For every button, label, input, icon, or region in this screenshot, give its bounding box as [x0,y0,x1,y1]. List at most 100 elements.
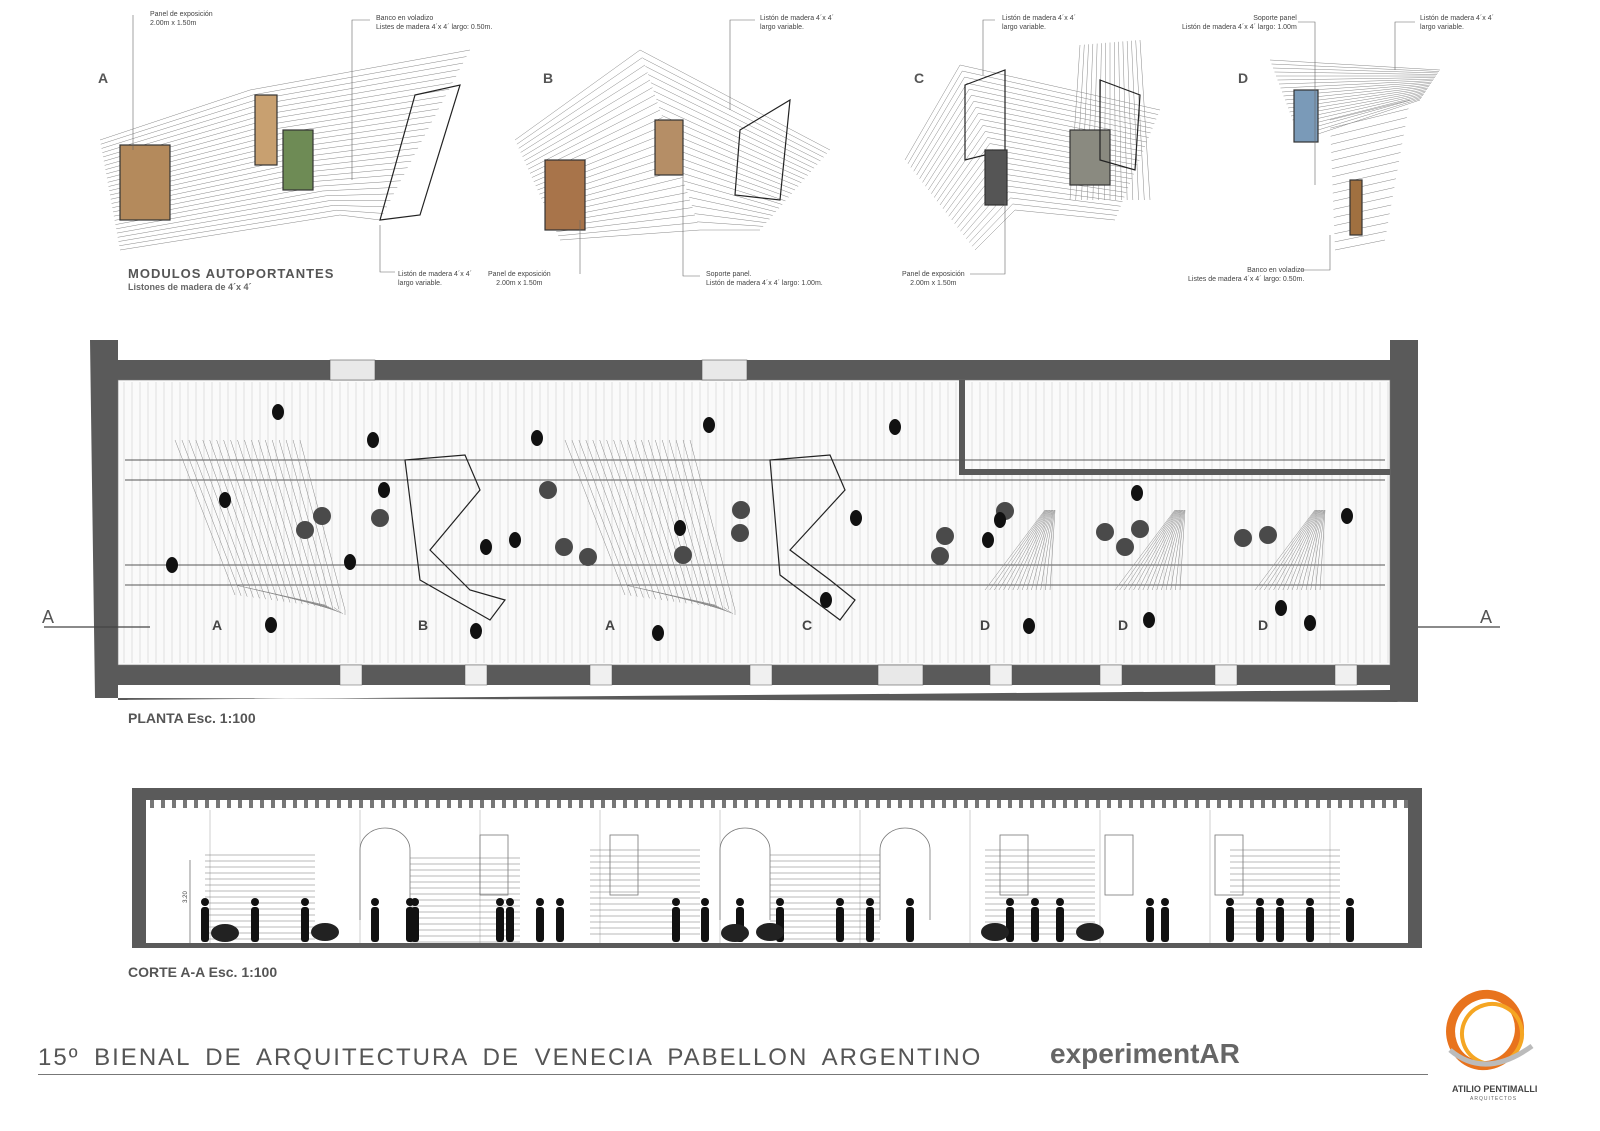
plan-module-a-1-top [564,439,736,611]
height-mark: 3.20 [182,891,189,903]
note-a-panel: Panel de exposición 2.00m x 1.50m [150,11,213,27]
plan-person-19 [1023,618,1035,634]
plan-niche-2 [589,664,613,686]
plan-table-4 [555,538,573,556]
plan-window-2 [877,664,924,686]
plan-niche-0 [339,664,363,686]
note-c-liston: Listón de madera 4´x 4´ largo variable. [1002,15,1076,31]
plan-table-14 [1131,520,1149,538]
section-person-2 [301,898,309,942]
section-person-25 [1306,898,1314,942]
module-letter-a: A [98,70,109,86]
section-person-15 [866,898,874,942]
footer-title: 15º BIENAL DE ARQUITECTURA DE VENECIA PA… [38,1044,983,1071]
section-person-9 [556,898,564,942]
section-wall-left [132,788,146,948]
plan-person-17 [1131,485,1143,501]
plan-module-a-0-top [174,439,346,611]
section-slats-4 [985,849,1095,935]
plan-person-10 [166,557,178,573]
module-letter-d: D [1238,70,1249,86]
leader-d-banco [1300,235,1331,271]
module-d-wall-1 [1269,59,1441,141]
note-a-banco: Banco en voladizo Listes de madera 4´x 4… [376,15,493,31]
plan-person-21 [1275,600,1287,616]
plan-floor-boards [123,382,1389,663]
section-window-3 [1104,834,1134,896]
section-caption: CORTE A-A Esc. 1:100 [128,964,278,980]
logo-name: ATILIO PENTIMALLI [1452,1084,1538,1094]
section-wall-right [1408,788,1422,948]
section-arch-2 [879,827,931,920]
section-mark-right: A [1480,607,1493,627]
module-a-wall-2 [249,49,471,221]
modules-title: MODULOS AUTOPORTANTES [128,266,335,281]
plan-label-7: D [1258,617,1269,633]
plan-person-3 [703,417,715,433]
plan-niche-6 [1214,664,1238,686]
plan-table-12 [1096,523,1114,541]
plan-person-12 [470,623,482,639]
plan-table-8 [731,524,749,542]
section-slats-0 [205,854,315,940]
plan-person-22 [1304,615,1316,631]
leader-c-liston [982,19,995,75]
plan-label-6: D [1118,617,1129,633]
section-drawing [132,788,1422,948]
section-person-10 [672,898,680,942]
plan-table-1 [313,507,331,525]
section-window-0 [479,834,509,896]
plan-table-9 [936,527,954,545]
plan-person-2 [531,430,543,446]
plan-module-d-2 [1254,509,1326,591]
note-b-soporte: Soporte panel. Listón de madera 4´x 4´ l… [706,271,823,287]
section-person-24 [1276,898,1284,942]
section-mark-left: A [42,607,55,627]
plan-north-wall [118,360,1390,380]
module-a-panel-3 [282,129,314,191]
plan-table-2 [371,509,389,527]
module-b-wall-2 [639,49,831,231]
section-slats-3 [770,854,880,940]
plan-inner-wall [959,380,1390,475]
plan-table-7 [732,501,750,519]
plan-niche-7 [1334,664,1358,686]
module-c-panel-1 [984,149,1008,206]
section-person-14 [836,898,844,942]
leader-b-liston [729,19,755,110]
section-roof [132,788,1422,800]
section-person-22 [1226,898,1234,942]
section-seat-4 [981,923,1009,941]
section-person-21 [1161,898,1169,942]
plan-module-d-1 [1114,509,1186,591]
plan-caption: PLANTA Esc. 1:100 [128,710,256,726]
plan-table-6 [674,546,692,564]
section-person-0 [201,898,209,942]
plan-label-1: A [212,617,223,633]
plan-module-d-0 [984,509,1056,591]
plan-person-23 [674,520,686,536]
leader-a-banco [351,19,370,180]
module-drawings [99,15,1441,277]
section-window-4 [1214,834,1244,896]
section-seat-0 [211,924,239,942]
note-b-panel: Panel de exposición 2.00m x 1.50m [488,271,551,287]
module-c-wall-2 [959,64,1161,221]
plan-module-c [769,454,856,621]
brand-name: experimentAR [1050,1038,1240,1069]
module-a-panel-1 [119,144,171,221]
plan-niche-5 [1099,664,1123,686]
section-window-2 [999,834,1029,896]
note-c-panel: Panel de exposición 2.00m x 1.50m [902,271,965,287]
note-b-liston: Listón de madera 4´x 4´ largo variable. [760,15,834,31]
plan-person-14 [820,592,832,608]
plan-person-5 [219,492,231,508]
module-d-panel-2 [1349,179,1363,236]
plan-person-8 [509,532,521,548]
section-person-3 [371,898,379,942]
note-d-soporte: Soporte panel Listón de madera 4´x 4´ la… [1182,15,1297,31]
leader-a-liston [379,225,395,273]
section-seat-1 [311,923,339,941]
section-arch-0 [359,827,411,920]
plan-niche-1 [464,664,488,686]
